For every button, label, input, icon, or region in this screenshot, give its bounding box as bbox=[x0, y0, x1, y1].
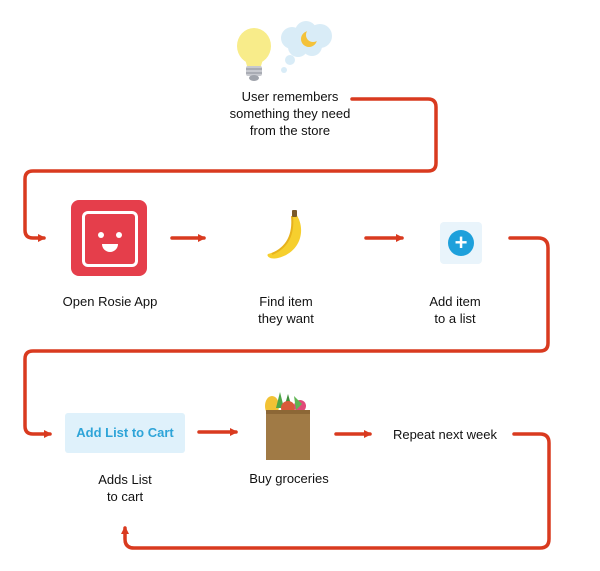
step-open-app-label: Open Rosie App bbox=[62, 294, 158, 309]
lightbulb-icon bbox=[237, 28, 271, 81]
step-buy-label: Buy groceries bbox=[249, 471, 329, 486]
step-repeat-label: Repeat next week bbox=[392, 427, 498, 442]
plus-icon: + bbox=[448, 230, 474, 256]
rosie-app-icon bbox=[71, 200, 147, 276]
arrow-repeat-loop bbox=[121, 432, 551, 550]
step-remember-label: User remembers something they need from … bbox=[229, 89, 351, 138]
step-find-item-label: Find item they want bbox=[258, 294, 314, 326]
add-item-tile: + bbox=[440, 222, 482, 264]
banana-icon bbox=[267, 210, 302, 259]
step-adds-list-label: Adds List to cart bbox=[98, 472, 152, 504]
arrow-remember-to-app bbox=[23, 97, 438, 242]
grocery-bag-icon bbox=[265, 392, 310, 460]
step-add-item-label: Add item to a list bbox=[429, 294, 481, 326]
add-list-to-cart-button[interactable]: Add List to Cart bbox=[65, 413, 185, 453]
arrow-add-to-cart bbox=[23, 236, 550, 438]
thought-bubble-icon bbox=[281, 21, 332, 73]
